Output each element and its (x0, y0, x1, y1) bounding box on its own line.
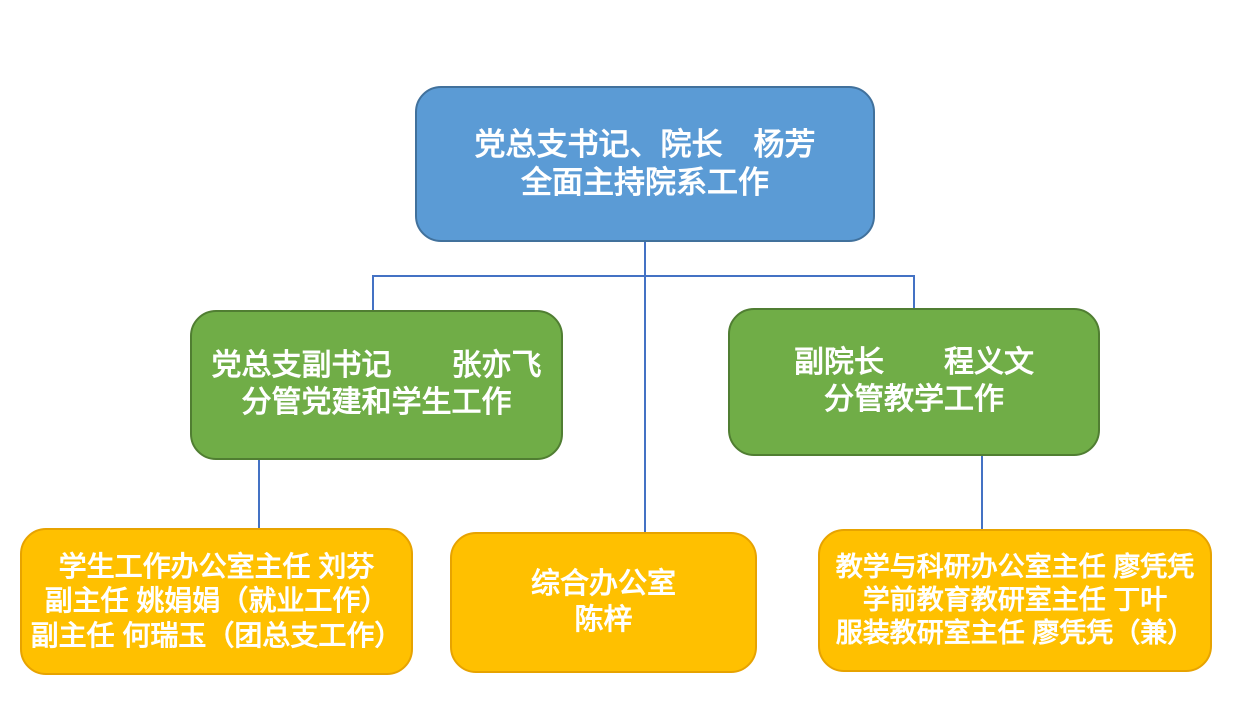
teaching-research-line-1: 教学与科研办公室主任 廖凭凭 (835, 552, 1195, 583)
org-node-general-office: 综合办公室 陈梓 (450, 532, 757, 673)
student-affairs-line-1: 学生工作办公室主任 刘芬 (58, 551, 375, 583)
org-node-director-title: 党总支书记、院长 杨芳 (474, 127, 816, 163)
org-node-director: 党总支书记、院长 杨芳 全面主持院系工作 (415, 86, 875, 242)
student-affairs-line-2: 副主任 姚娟娟（就业工作） (44, 585, 389, 617)
teaching-research-line-3: 服装教研室主任 廖凭凭（兼） (835, 617, 1195, 648)
org-node-teaching-research-office: 教学与科研办公室主任 廖凭凭 学前教育教研室主任 丁叶 服装教研室主任 廖凭凭（… (818, 529, 1212, 672)
general-office-name: 综合办公室 (530, 568, 676, 601)
org-node-deputy-secretary-title: 党总支副书记 张亦飞 (211, 349, 542, 383)
connector-level2-crossbar (372, 275, 915, 277)
connector-drop-vice-dean (913, 275, 915, 310)
org-node-director-duty: 全面主持院系工作 (521, 165, 769, 200)
org-node-vice-dean-title: 副院长 程义文 (794, 346, 1034, 380)
org-node-vice-dean: 副院长 程义文 分管教学工作 (728, 308, 1100, 456)
connector-deputy-to-student-office (258, 459, 260, 529)
student-affairs-line-3: 副主任 何瑞玉（团总支工作） (30, 619, 403, 651)
connector-vicedean-to-teaching-office (981, 454, 983, 530)
general-office-person: 陈梓 (574, 603, 633, 636)
connector-root-trunk (644, 242, 646, 532)
org-node-vice-dean-duty: 分管教学工作 (824, 383, 1004, 416)
org-node-student-affairs-office: 学生工作办公室主任 刘芬 副主任 姚娟娟（就业工作） 副主任 何瑞玉（团总支工作… (20, 528, 413, 675)
connector-drop-deputy-secretary (372, 275, 374, 312)
teaching-research-line-2: 学前教育教研室主任 丁叶 (862, 585, 1168, 616)
org-node-deputy-secretary-duty: 分管党建和学生工作 (241, 386, 512, 419)
org-node-deputy-secretary: 党总支副书记 张亦飞 分管党建和学生工作 (190, 310, 563, 460)
